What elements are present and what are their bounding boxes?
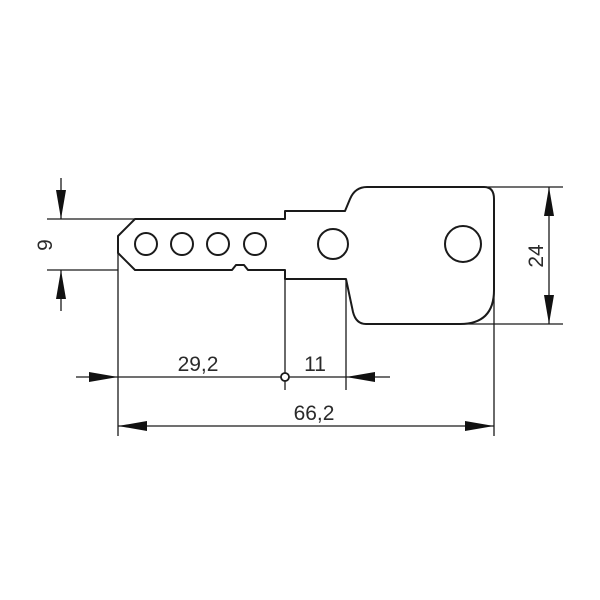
dim-label-66-2: 66,2 <box>294 402 335 425</box>
arrow-down-icon <box>544 295 554 324</box>
blade-hole-2 <box>170 232 194 256</box>
arrow-up-icon <box>544 187 554 216</box>
dim-label-24: 24 <box>525 244 548 268</box>
blade-hole-1 <box>134 232 158 256</box>
arrow-right-icon <box>89 372 118 382</box>
arrow-up-icon <box>56 270 66 299</box>
dim-label-11: 11 <box>304 353 326 376</box>
origin-marker-icon <box>280 372 290 382</box>
arrow-left-icon <box>118 421 147 431</box>
arrow-left-icon <box>346 372 375 382</box>
head-hole <box>444 225 482 263</box>
neck-hole <box>317 228 349 260</box>
arrow-right-icon <box>465 421 494 431</box>
blade-hole-4 <box>243 232 267 256</box>
dim-label-29-2: 29,2 <box>178 353 219 376</box>
blade-hole-3 <box>206 232 230 256</box>
dim-label-9: 9 <box>34 239 57 251</box>
key-outline <box>117 186 495 325</box>
arrow-down-icon <box>56 190 66 219</box>
